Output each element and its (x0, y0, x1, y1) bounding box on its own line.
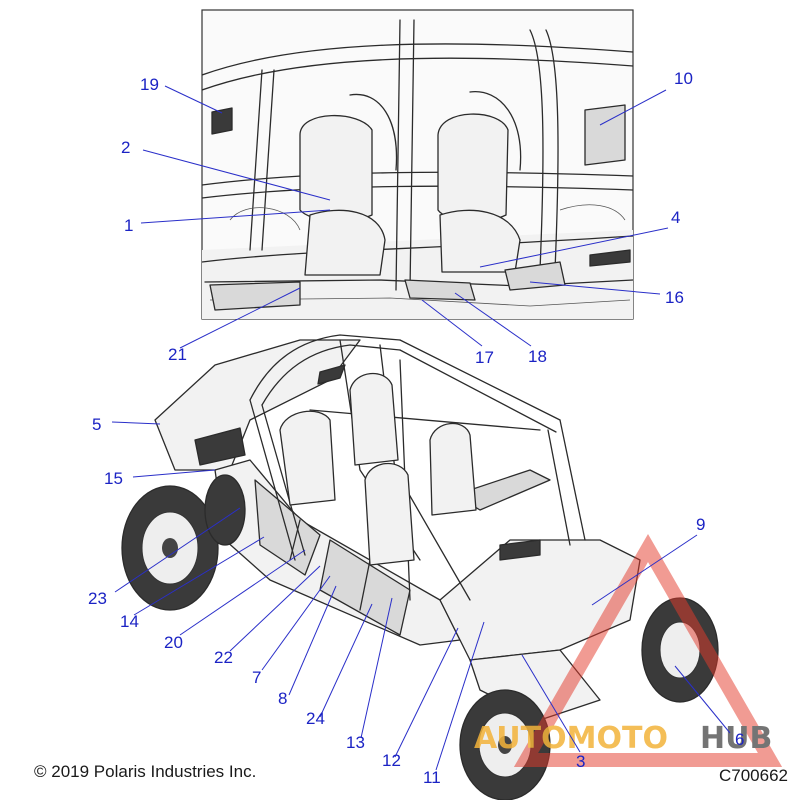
copyright-notice: © 2019 Polaris Industries Inc. (34, 762, 257, 781)
callout-18: 18 (528, 347, 547, 366)
callout-7: 7 (252, 668, 261, 687)
callout-23: 23 (88, 589, 107, 608)
callout-20: 20 (164, 633, 183, 652)
callout-15: 15 (104, 469, 123, 488)
callout-6: 6 (735, 730, 744, 749)
callout-19: 19 (140, 75, 159, 94)
figure-code: C700662 (718, 766, 788, 785)
callout-11: 11 (423, 768, 441, 787)
leader-lines (111, 85, 731, 771)
callout-5: 5 (92, 415, 101, 434)
watermark-text-2: HUB (700, 721, 772, 756)
callout-16: 16 (665, 288, 684, 307)
callout-14: 14 (120, 612, 139, 631)
cabin-detail-inset (201, 9, 634, 320)
front-wheel (459, 689, 551, 800)
callout-22: 22 (214, 648, 233, 667)
rear-wheel (121, 485, 219, 611)
callout-21: 21 (168, 345, 187, 364)
callout-1: 1 (124, 216, 133, 235)
watermark-text-1: AUTOMOTO (474, 721, 668, 756)
callout-9: 9 (696, 515, 705, 534)
seat-sketch (299, 91, 522, 276)
rear-right-wheel (204, 474, 246, 546)
callout-13: 13 (346, 733, 365, 752)
callouts: 19 2 1 10 4 16 21 17 18 5 15 9 23 14 20 … (88, 69, 744, 787)
callout-8: 8 (278, 689, 287, 708)
vehicle-seats (279, 372, 477, 566)
callout-4: 4 (671, 208, 680, 227)
vehicle-sketch (121, 334, 719, 800)
callout-17: 17 (475, 348, 494, 367)
callout-3: 3 (576, 752, 585, 771)
callout-12: 12 (382, 751, 401, 770)
watermark-triangle (513, 533, 783, 767)
callout-24: 24 (306, 709, 325, 728)
watermark: AUTOMOTO HUB (474, 533, 783, 767)
callout-10: 10 (674, 69, 693, 88)
callout-2: 2 (121, 138, 130, 157)
